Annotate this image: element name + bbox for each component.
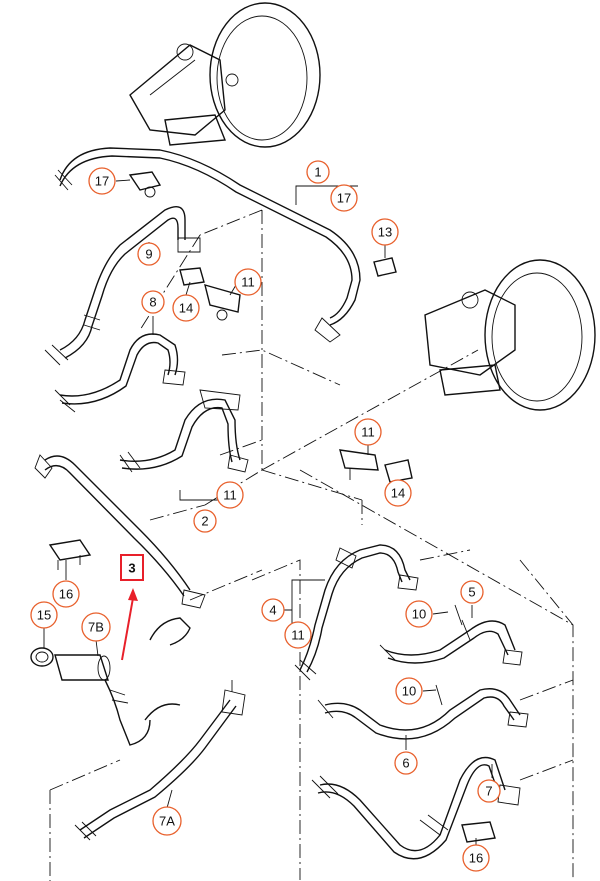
hose-3 [34, 454, 206, 609]
callout-9[interactable]: 9 [137, 242, 161, 266]
hose-7a [74, 680, 246, 841]
callout-17-label: 17 [95, 174, 109, 189]
callout-16-left-label: 16 [59, 587, 73, 602]
callout-11-lower-label: 11 [291, 628, 305, 643]
callout-14-middle-label: 14 [391, 486, 405, 501]
callout-8[interactable]: 8 [141, 290, 165, 314]
callout-16-bottom[interactable]: 16 [462, 844, 490, 872]
callout-10-upper-label: 10 [412, 607, 426, 622]
callout-2-label: 2 [201, 514, 208, 529]
callout-3-label: 3 [128, 561, 135, 576]
callout-11-lower[interactable]: 11 [284, 621, 312, 649]
hose-8 [54, 333, 186, 413]
callout-9-label: 9 [145, 247, 152, 262]
callout-7a-label: 7A [159, 814, 175, 829]
callout-7a[interactable]: 7A [152, 806, 182, 836]
callout-11-middle-label: 11 [361, 425, 375, 440]
callout-5-label: 5 [468, 585, 475, 600]
sensor-11-top [179, 267, 241, 321]
clip-16-left [48, 539, 92, 570]
callout-11-left[interactable]: 11 [216, 481, 244, 509]
callout-13-label: 13 [378, 225, 392, 240]
hose-5 [379, 604, 523, 666]
leader-lines [43, 179, 493, 845]
callout-8-label: 8 [149, 295, 156, 310]
callout-11-top[interactable]: 11 [234, 268, 262, 296]
clip-16-bottom [461, 821, 496, 843]
callout-11-top-label: 11 [241, 275, 255, 290]
callout-16-bottom-label: 16 [469, 851, 483, 866]
callout-17-right-label: 17 [337, 191, 351, 206]
callout-10-upper[interactable]: 10 [405, 600, 433, 628]
callout-14-top-label: 14 [179, 301, 193, 316]
part-17-fitting [128, 171, 162, 198]
callout-7-label: 7 [485, 784, 492, 799]
callout-6-label: 6 [402, 756, 409, 771]
callout-11-left-label: 11 [223, 488, 237, 503]
callout-2[interactable]: 2 [193, 509, 217, 533]
callout-14-middle[interactable]: 14 [384, 479, 412, 507]
callout-7b-label: 7B [88, 620, 104, 635]
callout-1[interactable]: 1 [306, 160, 330, 184]
callout-17[interactable]: 17 [88, 167, 116, 195]
callout-15-label: 15 [37, 608, 51, 623]
hose-1 [54, 147, 361, 343]
callout-13[interactable]: 13 [371, 218, 399, 246]
callout-1-label: 1 [314, 165, 321, 180]
callout-10-lower-label: 10 [402, 684, 416, 699]
callout-6[interactable]: 6 [394, 751, 418, 775]
callout-14-top[interactable]: 14 [172, 294, 200, 322]
callout-10-lower[interactable]: 10 [395, 677, 423, 705]
brake-booster-right [424, 259, 596, 411]
brake-booster-top [129, 2, 321, 148]
highlight-arrow [121, 588, 138, 661]
callout-7b[interactable]: 7B [81, 612, 111, 642]
hose-6 [317, 684, 529, 740]
part-7b-assembly [30, 617, 191, 746]
callout-7[interactable]: 7 [477, 779, 501, 803]
callout-5[interactable]: 5 [460, 580, 484, 604]
hose-2 [119, 389, 249, 473]
sensor-11-middle [339, 449, 413, 483]
callout-16-left[interactable]: 16 [52, 580, 80, 608]
callout-11-middle[interactable]: 11 [354, 418, 382, 446]
hose-4 [294, 544, 419, 681]
callout-15[interactable]: 15 [30, 601, 58, 629]
hose-7 [311, 756, 521, 860]
callout-4-label: 4 [269, 603, 276, 618]
part-13-clip [373, 257, 397, 277]
hose-9 [44, 206, 201, 366]
callout-17-right[interactable]: 17 [330, 184, 358, 212]
callout-4[interactable]: 4 [261, 598, 285, 622]
callout-3-highlight[interactable]: 3 [120, 554, 144, 581]
